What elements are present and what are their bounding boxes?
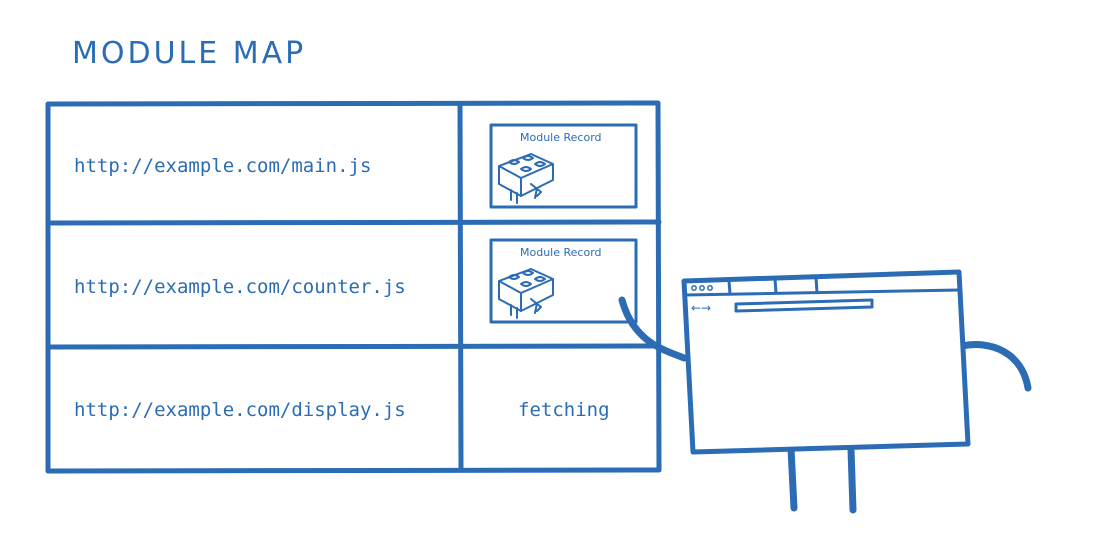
module-url-cell: http://example.com/counter.js <box>74 276 406 298</box>
browser-right-arm <box>958 341 1032 392</box>
module-record-frame <box>489 123 638 209</box>
table-row-divider-1 <box>45 219 662 226</box>
module-record-label: Module Record <box>520 246 602 259</box>
browser-window-icon: ←→ <box>618 269 1032 514</box>
lego-brick-icon <box>498 268 554 319</box>
module-record-frame <box>489 238 638 324</box>
fetching-status: fetching <box>518 399 610 421</box>
browser-address-bar <box>734 298 874 313</box>
table-row: http://example.com/main.js Module Record <box>74 123 638 209</box>
module-record-card: Module Record <box>489 123 638 209</box>
module-map-table <box>45 100 662 474</box>
browser-window-frame <box>681 269 971 455</box>
browser-tabs <box>727 276 819 296</box>
browser-left-leg <box>787 445 798 512</box>
table-column-divider <box>457 101 464 473</box>
module-record-card: Module Record <box>489 238 638 324</box>
module-record-label: Module Record <box>520 131 602 144</box>
table-row: http://example.com/display.js fetching <box>74 399 610 421</box>
diagram-title: MODULE MAP <box>72 36 306 71</box>
table-row: http://example.com/counter.js Module Rec… <box>74 238 638 324</box>
table-row-divider-2 <box>45 343 662 350</box>
module-url-cell: http://example.com/display.js <box>74 399 406 421</box>
browser-right-leg <box>847 445 857 514</box>
nav-arrows-icon: ←→ <box>691 301 711 315</box>
window-control-dots-icon <box>691 285 713 291</box>
lego-brick-icon <box>498 153 554 204</box>
module-url-cell: http://example.com/main.js <box>74 155 371 177</box>
browser-left-arm <box>618 296 688 362</box>
